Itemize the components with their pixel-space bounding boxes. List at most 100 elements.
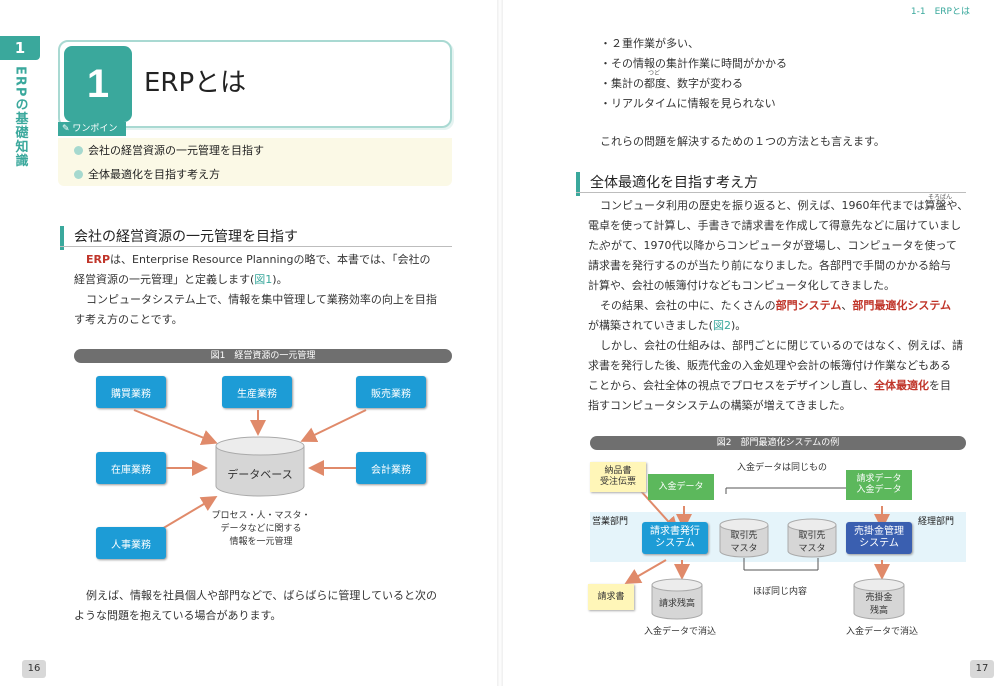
onepoint-item: 会社の経営資源の一元管理を目指す [58, 138, 452, 162]
box-sales: 販売業務 [356, 376, 426, 408]
fig2-title: 図2 部門最適化システムの例 [590, 436, 966, 450]
ar-line: 残高 [869, 606, 888, 616]
billing-deposit-data: 請求データ入金データ [846, 470, 912, 500]
term-dept-opt-system: 部門最適化システム [852, 299, 952, 312]
box-accounting: 会計業務 [356, 452, 426, 484]
p3-text-c: )。 [730, 319, 747, 332]
sys-line: 請求書発行 [650, 526, 700, 537]
paragraph-result: その結果、会社の中に、たくさんの部門システム、部門最適化システム [600, 296, 972, 316]
paragraph-history-1: コンピュータ利用の歴史を振り返ると、例えば、1960年代までは算盤や、 [600, 199, 969, 212]
box-production: 生産業務 [222, 376, 292, 408]
paragraph-2-cont: す考え方のことです。 [74, 313, 183, 326]
p4-text-c: ことから、会社全体の視点でプロセスをデザインし直し、 [588, 379, 874, 392]
problem-list: ・２重作業が多い、 ・その情報の集計作業に時間がかかる ・集計の都度、数字が変わ… [600, 34, 787, 114]
ar-balance-cylinder [853, 578, 905, 620]
sys-line: システム [859, 538, 899, 549]
left-page: 1 ERPの基礎知識 1 ERPとは ✎ ワンポイント 会社の経営資源の一元管理… [0, 36, 452, 678]
chapter-number: 1 [0, 36, 40, 60]
term-dept-system: 部門システム [775, 299, 842, 312]
fig1-caption-line: データなどに関する [220, 524, 302, 534]
green-line: 入金データ [856, 485, 902, 495]
master-cylinder-1 [719, 518, 769, 558]
problem-item: ・集計の都度、数字が変わる [600, 77, 743, 90]
p3-text-a: その結果、会社の中に、たくさんの [600, 299, 776, 312]
p1-text-b: は、Enterprise Resource Planningの略で、本書では、「… [110, 253, 431, 266]
sys-line: 売掛金管理 [854, 526, 904, 537]
ar-line: 売掛金 [865, 593, 893, 603]
invoice-note: 請求書 [588, 584, 634, 610]
billing-system: 請求書発行システム [642, 522, 708, 554]
title-box: 1 ERPとは [58, 40, 452, 128]
database-label: データベース [227, 468, 293, 481]
dept-accounting: 経理部門 [918, 517, 955, 527]
p1-text-c: 経営資源の一元管理」と定義します( [74, 273, 255, 286]
m-line: マスタ [798, 544, 826, 554]
same-data-label: 入金データは同じもの [736, 463, 827, 473]
ar-system: 売掛金管理システム [846, 522, 912, 554]
section-title-1: 会社の経営資源の一元管理を目指す [60, 226, 298, 250]
paragraph-result-b: が構築されていきました(図2)。 [588, 316, 972, 336]
almost-same-label: ほぼ同じ内容 [752, 587, 807, 597]
paragraph-however-d: 指すコンピュータシステムの構築が増えてきました。 [588, 399, 851, 412]
master-2-label: 取引先マスタ [786, 530, 838, 556]
paragraph-history-1b: 電卓を使って計算し、手書きで請求書を作成して得意先などに届けていました。 [588, 219, 962, 252]
m-line: 取引先 [730, 531, 758, 541]
clear-label-2: 入金データで消込 [845, 627, 918, 637]
note-line: 受注伝票 [599, 477, 636, 487]
box-inventory: 在庫業務 [96, 452, 166, 484]
p3-sep: 、 [841, 299, 853, 312]
paragraph-however: しかし、会社の仕組みは、部門ごとに閉じているのではなく、例えば、請 [600, 339, 963, 352]
ar-balance-label: 売掛金残高 [852, 592, 906, 618]
section-underline [576, 192, 966, 193]
dept-sales: 営業部門 [592, 517, 629, 527]
m-line: 取引先 [798, 531, 826, 541]
paragraph-history-2: やがて、1970代以降からコンピュータが登場し、コンピュータを使って [600, 239, 957, 252]
paragraph-1: ERPは、Enterprise Resource Planningの略で、本書で… [86, 250, 452, 270]
title-number: 1 [64, 46, 132, 122]
box-hr: 人事業務 [96, 527, 166, 559]
right-page: 1-1 ERPとは ・２重作業が多い、 ・その情報の集計作業に時間がかかる ・集… [500, 0, 1000, 686]
problem-item: ・その情報の集計作業に時間がかかる [600, 57, 787, 70]
erp-term: ERP [86, 253, 111, 266]
sys-line: システム [655, 538, 695, 549]
paragraph-history-2c: 計算や、会社の帳簿付けなどもコンピュータ化してきました。 [588, 279, 896, 292]
paragraph-2: コンピュータシステム上で、情報を集中管理して業務効率の向上を目指 [86, 293, 437, 306]
furigana-soroban: そろばん [928, 194, 953, 201]
billing-balance-cylinder [651, 578, 703, 620]
onepoint-tag: ✎ ワンポイント [58, 122, 126, 148]
page-number-right: 17 [970, 660, 994, 678]
fig1-title: 図1 経営資源の一元管理 [74, 349, 452, 363]
paragraph-3: 例えば、情報を社員個人や部門などで、ばらばらに管理していると次の [86, 589, 438, 602]
page-title: ERPとは [144, 68, 247, 98]
problem-item: ・２重作業が多い、 [600, 37, 699, 50]
gutter [497, 0, 503, 686]
p1-text-d: )。 [272, 273, 288, 286]
m-line: マスタ [730, 544, 758, 554]
onepoint-list: 会社の経営資源の一元管理を目指す 全体最適化を目指す考え方 [58, 138, 452, 186]
p4-text-end: を目 [929, 379, 951, 392]
box-purchase: 購買業務 [96, 376, 166, 408]
problem-item: ・リアルタイムに情報を見られない [600, 97, 776, 110]
furigana-tsudo: つど [648, 70, 661, 77]
fig2-ref-link[interactable]: 図2 [712, 319, 731, 332]
fig1-ref-link[interactable]: 図1 [254, 273, 273, 286]
paragraph-however-b: 求書を発行した後、販売代金の入金処理や会計の帳簿付け作業などもある [588, 359, 951, 372]
term-total-opt: 全体最適化 [874, 379, 929, 392]
section-title-2: 全体最適化を目指す考え方 [576, 172, 758, 196]
master-1-label: 取引先マスタ [718, 530, 770, 556]
paragraph-1-cont: 経営資源の一元管理」と定義します(図1)。 [74, 270, 452, 290]
chapter-label: ERPの基礎知識 [12, 66, 28, 168]
onepoint-item: 全体最適化を目指す考え方 [58, 162, 452, 186]
fig1-caption: プロセス・人・マスタ・ データなどに関する 情報を一元管理 [196, 510, 326, 549]
note-line: 納品書 [604, 466, 632, 476]
paragraph-3-cont: ような問題を抱えている場合があります。 [74, 609, 282, 622]
deposit-data-left: 入金データ [648, 474, 714, 500]
paragraph-however-c: ことから、会社全体の視点でプロセスをデザインし直し、全体最適化を目 [588, 376, 972, 396]
running-head: 1-1 ERPとは [910, 7, 970, 17]
p3-text-b: が構築されていきました( [588, 319, 713, 332]
green-line: 請求データ [856, 474, 902, 484]
chapter-tab: 1 ERPの基礎知識 [0, 36, 40, 167]
paragraph-history-2b: 請求書を発行するのが当たり前になりました。各部門で手間のかかる給与 [588, 259, 951, 272]
section-underline [60, 246, 452, 247]
paragraph-solution: これらの問題を解決するための１つの方法とも言えます。 [600, 135, 885, 148]
